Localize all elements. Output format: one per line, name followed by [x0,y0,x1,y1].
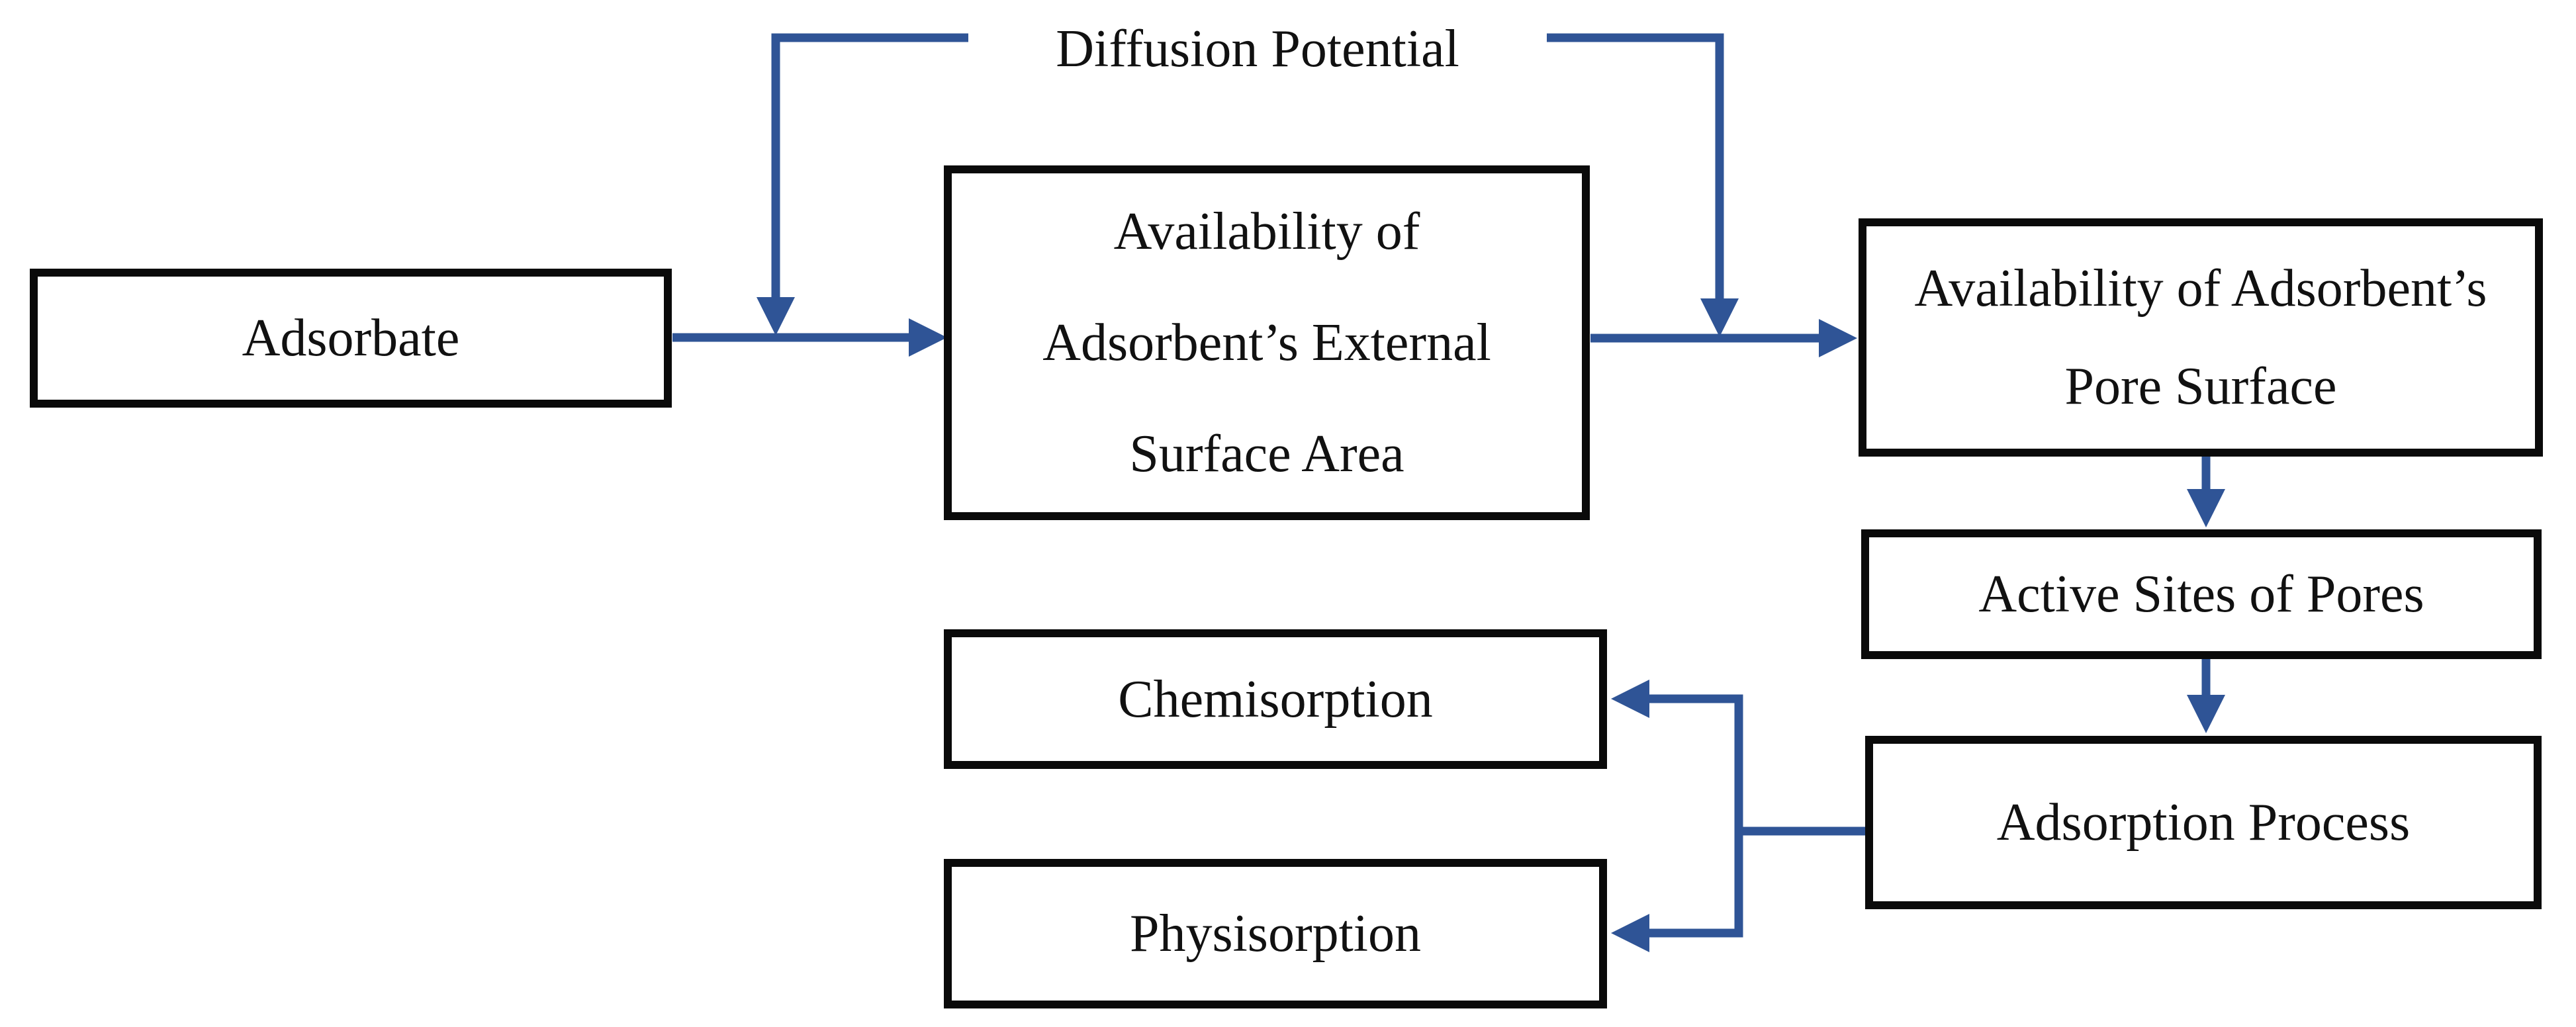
arrow-to-physisorption-head-icon [1611,914,1649,952]
box-active-sites-label: Active Sites of Pores [1978,565,2424,623]
diffusion-left-arrowhead-icon [757,297,795,335]
box-active-sites: Active Sites of Pores [1861,529,2542,659]
diffusion-potential-text: Diffusion Potential [1056,20,1459,78]
arrow-external-to-pore-head-icon [1819,319,1857,357]
box-adsorption-process-label: Adsorption Process [1996,793,2411,852]
arrow-adsorbate-to-external-head-icon [909,318,947,357]
diffusion-potential-label: Diffusion Potential [960,19,1555,79]
box-pore-surface-label: Availability of Adsorbent’s Pore Surface [1914,259,2487,416]
box-adsorbate: Adsorbate [30,269,672,408]
diffusion-right-bracket-line [1547,33,1724,301]
adsorption-branch-rail-line [1648,694,1743,938]
diffusion-right-arrowhead-icon [1700,298,1739,337]
box-external-surface-label: Availability of Adsorbent’s External Sur… [1042,202,1491,483]
box-chemisorption-label: Chemisorption [1118,670,1433,729]
box-pore-surface: Availability of Adsorbent’s Pore Surface [1859,218,2543,457]
box-chemisorption: Chemisorption [944,629,1607,769]
arrow-to-chemisorption-head-icon [1611,680,1649,718]
box-physisorption: Physisorption [944,859,1607,1008]
box-external-surface: Availability of Adsorbent’s External Sur… [944,165,1590,520]
box-adsorption-process: Adsorption Process [1865,736,2542,909]
box-adsorbate-label: Adsorbate [242,309,460,367]
box-physisorption-label: Physisorption [1129,905,1422,963]
arrow-pore-to-activesites-head-icon [2187,489,2225,527]
diffusion-left-bracket-line [771,33,968,300]
arrow-activesites-to-adsorption-head-icon [2187,695,2225,733]
